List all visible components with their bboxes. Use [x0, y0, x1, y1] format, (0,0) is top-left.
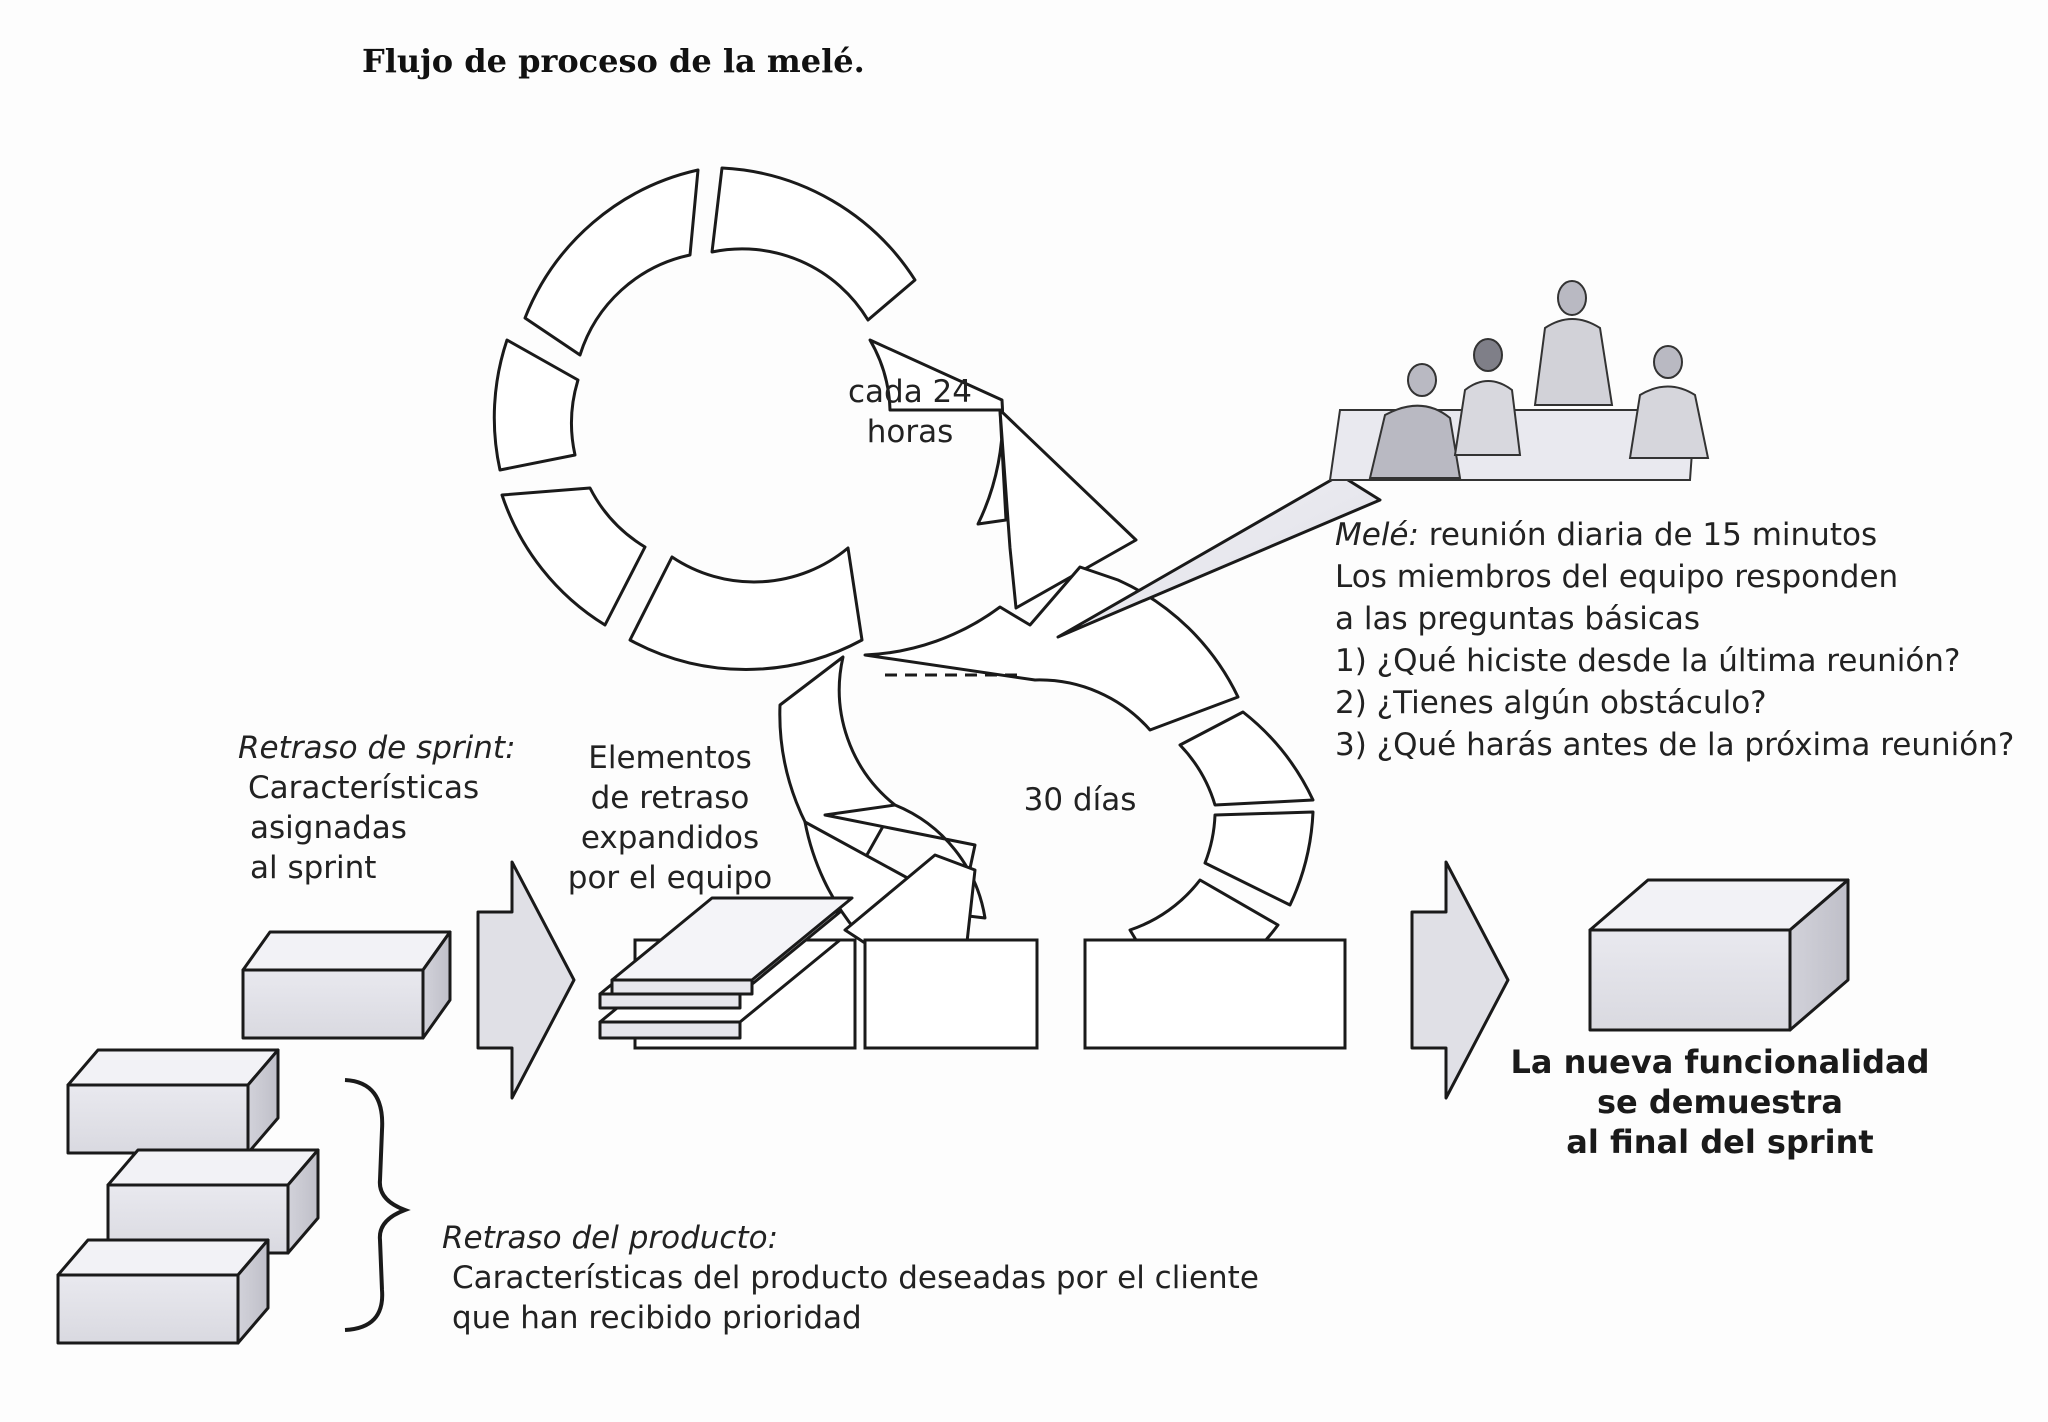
daily-loop-segment — [500, 486, 647, 627]
daily-loop — [492, 166, 1138, 671]
sprint-backlog-line: Características — [248, 770, 480, 806]
plate-edge — [610, 978, 754, 996]
sprint-loop-label: 30 días — [1023, 782, 1137, 818]
scrum-heading-italic: Melé: — [1335, 517, 1419, 553]
expanded-items-line: por el equipo — [567, 860, 773, 896]
product-backlog-brace — [344, 1078, 411, 1332]
product-backlog-text: Retraso del producto: Características de… — [442, 1218, 1259, 1338]
plate-edge — [598, 992, 742, 1010]
backlog-box — [56, 1238, 270, 1345]
scrum-line: Los miembros del equipo responden — [1335, 559, 1899, 595]
meeting-callout — [1056, 473, 1382, 639]
page-title: Flujo de proceso de la melé. — [362, 42, 865, 80]
expanded-items-line: expandidos — [580, 820, 760, 856]
expanded-items-line: Elementos — [588, 740, 752, 776]
product-backlog-line: Características del producto deseadas po… — [452, 1260, 1259, 1296]
sprint-backlog-box — [241, 930, 452, 1040]
plate-edge — [598, 1020, 742, 1040]
backlog-box — [106, 1148, 320, 1255]
sprint-backlog-line: al sprint — [250, 850, 377, 886]
product-backlog-boxes — [56, 1048, 320, 1345]
sprint-loop-segment — [1178, 710, 1315, 807]
result-line: al final del sprint — [1566, 1123, 1874, 1161]
sprint-loop-segment — [863, 565, 1240, 732]
result-box — [1588, 878, 1850, 1032]
daily-loop-segment — [523, 168, 700, 357]
expanded-items-text: Elementos de retraso expandidos por el e… — [560, 738, 780, 898]
scrum-meeting-text: Melé: reunión diaria de 15 minutos Los m… — [1335, 514, 2014, 766]
arrow-to-expanded — [476, 860, 576, 1100]
daily-loop-label: cada 24 horas — [820, 372, 1000, 452]
scrum-question: 2) ¿Tienes algún obstáculo? — [1335, 685, 1767, 721]
sprint-loop-segment — [1203, 810, 1315, 907]
arrow-to-result — [1410, 860, 1510, 1100]
daily-loop-segment — [492, 338, 580, 472]
expanded-items-line: de retraso — [590, 780, 750, 816]
product-backlog-heading: Retraso del producto: — [442, 1220, 779, 1256]
scrum-line: a las preguntas básicas — [1335, 601, 1701, 637]
person-icon — [1368, 363, 1462, 479]
sprint-track-cell — [863, 938, 1039, 1050]
daily-loop-label-line: horas — [866, 414, 954, 450]
expanded-items-stack — [598, 896, 854, 1040]
sprint-backlog-line: asignadas — [250, 810, 407, 846]
scrum-heading: Melé: reunión diaria de 15 minutos — [1335, 514, 2014, 556]
flow-arrows — [476, 860, 1510, 1100]
product-backlog-line: que han recibido prioridad — [452, 1300, 862, 1336]
sprint-backlog-heading: Retraso de sprint: — [238, 730, 516, 766]
scrum-question: 3) ¿Qué harás antes de la próxima reunió… — [1335, 727, 2015, 763]
daily-loop-segment — [628, 546, 864, 671]
backlog-box — [66, 1048, 280, 1155]
person-icon — [1533, 280, 1614, 406]
result-line: La nueva funcionalidad — [1510, 1043, 1930, 1081]
person-icon — [1628, 345, 1710, 459]
daily-loop-arrowhead — [998, 408, 1138, 610]
scrum-heading-rest: reunión diaria de 15 minutos — [1418, 517, 1878, 553]
result-text: La nueva funcionalidad se demuestra al f… — [1490, 1042, 1950, 1162]
person-icon — [1453, 338, 1522, 456]
daily-loop-label-line: cada 24 — [847, 374, 972, 410]
result-line: se demuestra — [1596, 1083, 1844, 1121]
scrum-question: 1) ¿Qué hiciste desde la última reunión? — [1335, 643, 1961, 679]
sprint-backlog-text: Retraso de sprint: Características asign… — [238, 728, 516, 888]
meeting-illustration — [1328, 280, 1710, 481]
sprint-track-cell — [1083, 938, 1347, 1050]
daily-loop-segment — [710, 166, 917, 322]
